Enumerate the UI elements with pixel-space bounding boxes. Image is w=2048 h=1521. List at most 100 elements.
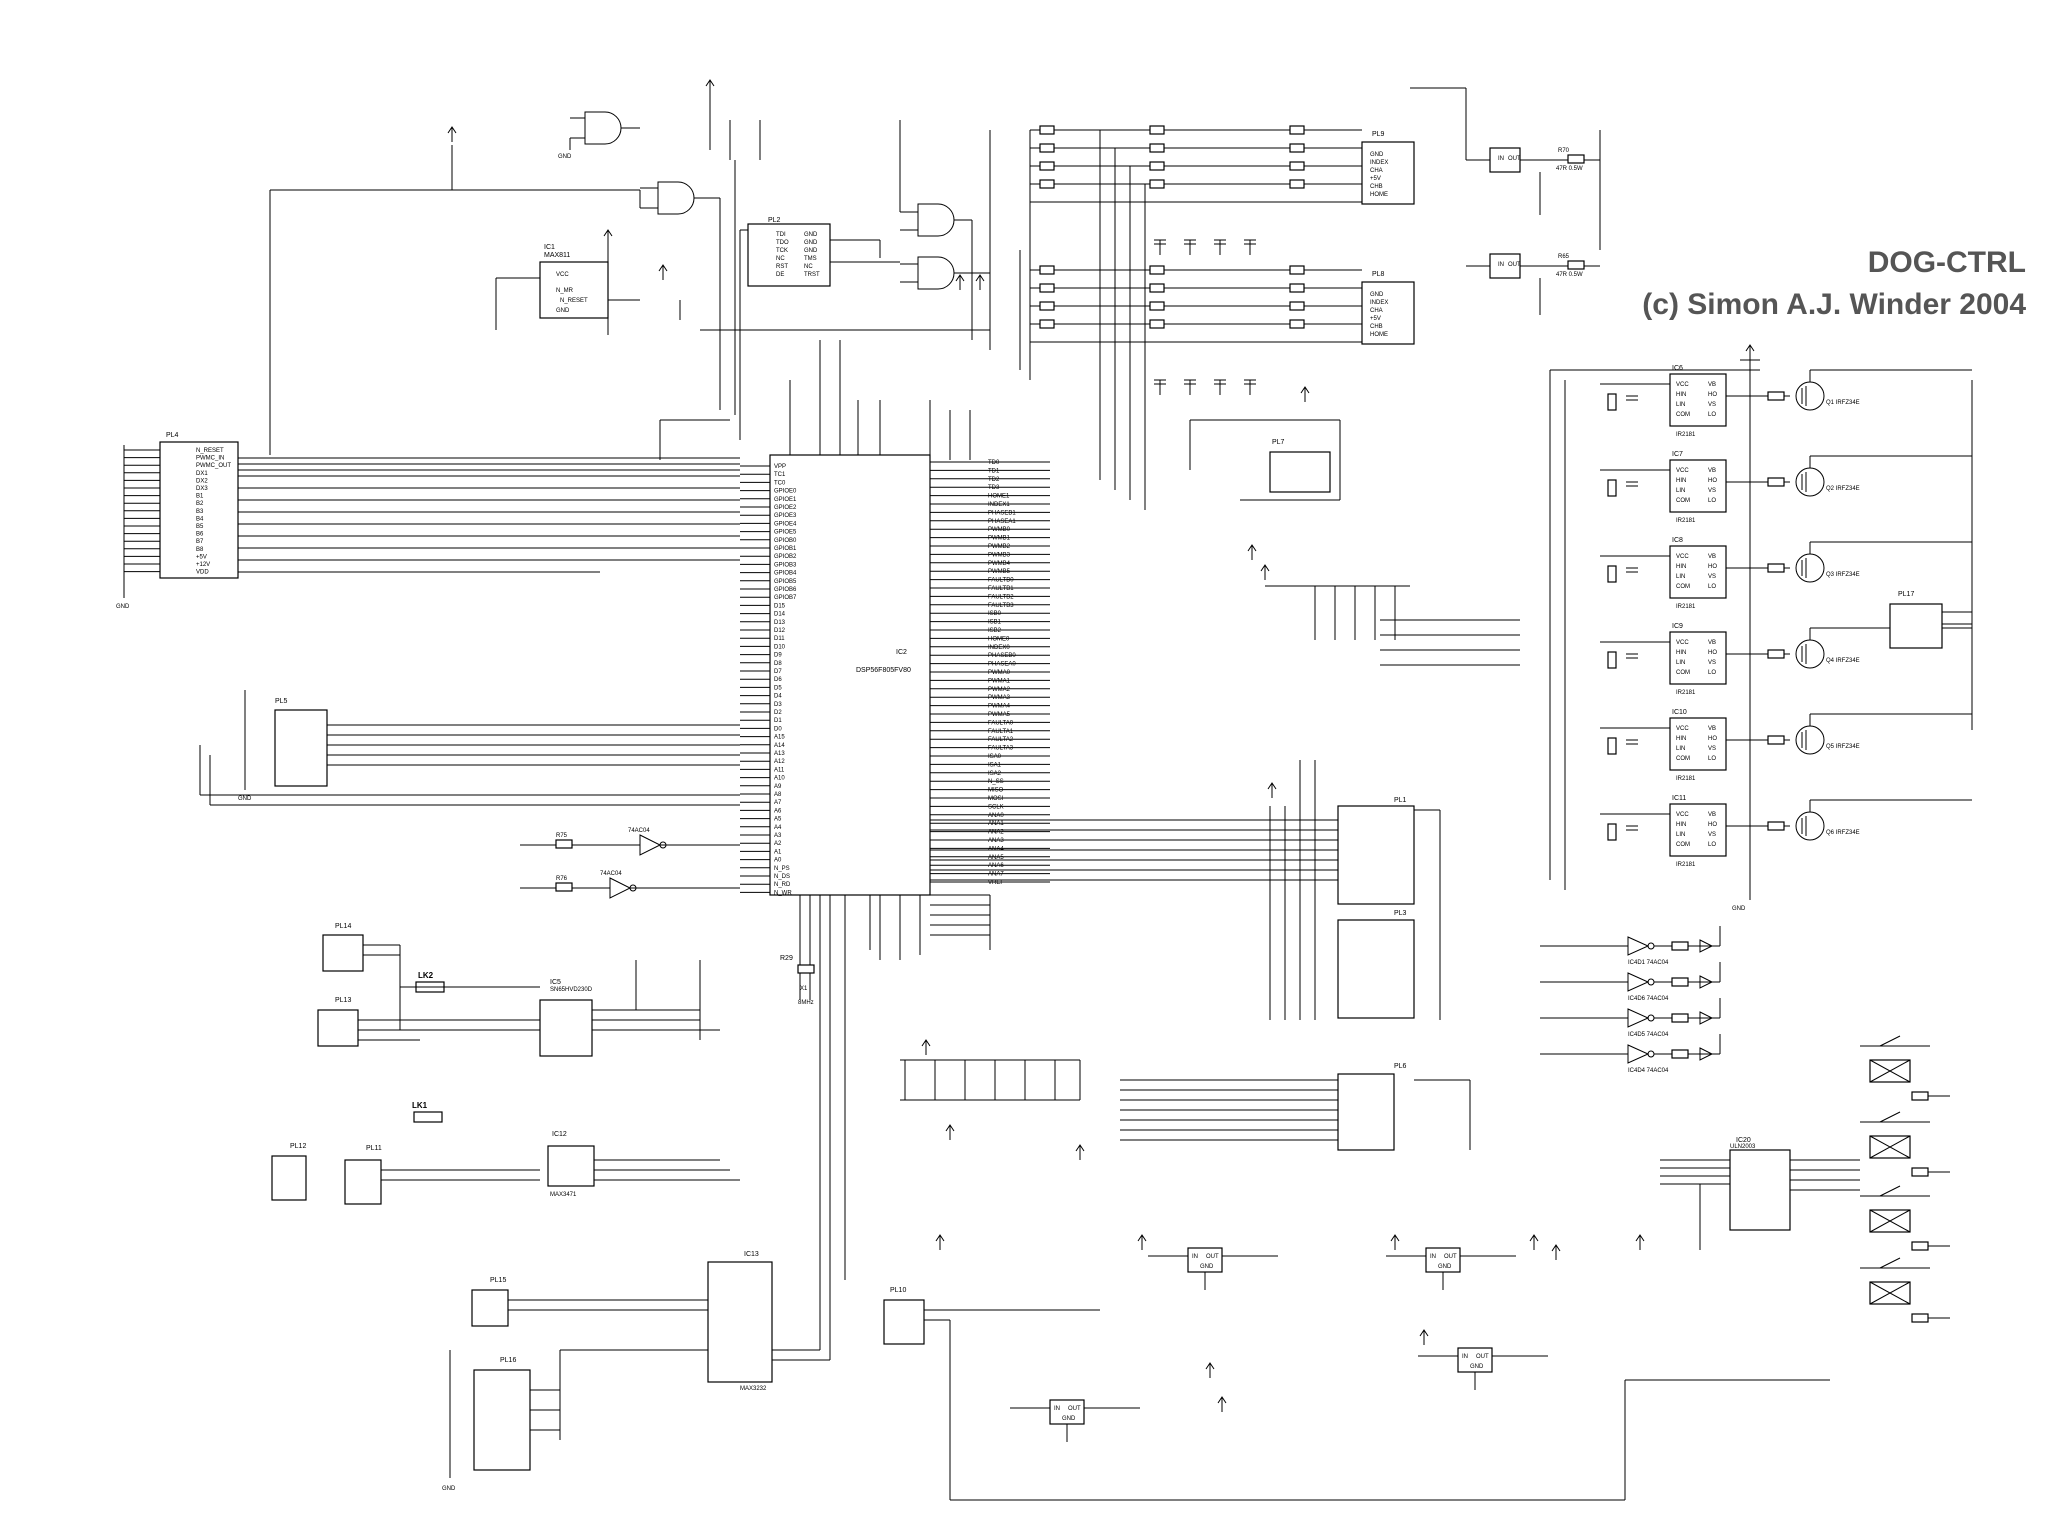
ic2-right-pin: ISA0 (988, 754, 1002, 760)
relay-coil-x (1869, 1135, 1911, 1159)
ic2-right-pin: PHASEA0 (988, 662, 1016, 668)
pl4-pin: DX2 (196, 478, 208, 484)
vdd-symbol (1205, 1362, 1215, 1378)
ic2-ref: IC2 (896, 649, 907, 656)
vdd-arrow (1075, 1144, 1085, 1152)
ic2-left-pin: A4 (774, 825, 782, 831)
inverter-label: IC4D6 74AC04 (1628, 996, 1669, 1002)
ic2-right-pin: ANA4 (988, 846, 1004, 852)
vdd-arrow (1137, 1234, 1147, 1242)
gate-driver-ref: IC9 (1672, 623, 1683, 630)
svg-text:GND: GND (1732, 906, 1746, 912)
gate-driver-box (1669, 631, 1727, 685)
gate-driver-pin: HIN (1676, 478, 1686, 484)
inverter-label: IC4D4 74AC04 (1628, 1068, 1669, 1074)
vdd-arrow (658, 264, 668, 272)
relay-contact (1879, 1257, 1901, 1269)
ic2-left-pin: N_WR (774, 890, 792, 896)
ic2-left-pin: D7 (774, 669, 782, 675)
gate-driver-pin: COM (1676, 412, 1690, 418)
svg-text:VCC: VCC (556, 272, 569, 278)
encoder-resistor (1149, 319, 1165, 329)
pl4-bus-wiring (238, 457, 740, 573)
vdd-symbol (1300, 386, 1310, 402)
relay (1860, 1111, 1950, 1177)
svg-text:LK1: LK1 (412, 1101, 428, 1110)
relay-resistor (1911, 1241, 1929, 1251)
gate-driver-part: IR2181 (1676, 690, 1696, 696)
ic20-relay-driver: IC20 ULN2003 (1660, 1137, 1860, 1250)
ic2-right-pin: TD2 (988, 477, 1000, 483)
led-driver: IC4D6 74AC04 (1540, 962, 1721, 1002)
ic2-right-pin: FAULTA1 (988, 729, 1014, 735)
ic2-right-pin: ANA3 (988, 838, 1004, 844)
vdd-symbol (1075, 1144, 1085, 1160)
ic2-left-pin: D3 (774, 702, 782, 708)
svg-text:PL7: PL7 (1272, 439, 1285, 446)
svg-text:PL5: PL5 (275, 698, 288, 705)
regulator-box (1187, 1247, 1223, 1273)
regulator-pin: IN (1462, 1354, 1468, 1360)
gate-driver-pin: HIN (1676, 650, 1686, 656)
vdd-arrow (955, 274, 965, 282)
gate-driver-pin: COM (1676, 670, 1690, 676)
gate-resistor (1767, 391, 1785, 401)
svg-text:IC13: IC13 (744, 1251, 759, 1258)
ic5-can-transceiver: IC5 SN65HVD230D (539, 960, 720, 1057)
ic2-right-pin: PWMB1 (988, 536, 1011, 542)
svg-text:GND: GND (804, 248, 818, 254)
pl15-header: PL15 (471, 1277, 708, 1327)
driver-input-resistor (1607, 737, 1617, 755)
ic2-left-pin: GPIOB6 (774, 587, 797, 593)
gate-driver-pin: HO (1708, 478, 1717, 484)
gate-driver-pin: HIN (1676, 736, 1686, 742)
encoder-filter-network (1019, 129, 1362, 510)
mosfet-label: Q3 IRFZ34E (1826, 572, 1860, 578)
encoder-resistor (1289, 283, 1305, 293)
gate-driver-ref: IC11 (1672, 795, 1686, 802)
svg-text:PL12: PL12 (290, 1143, 306, 1150)
ic2-right-pin: ANA5 (988, 855, 1004, 861)
pl4-pin: PWMC_IN (196, 456, 224, 462)
relay-coil-x (1869, 1059, 1911, 1083)
svg-text:+5V: +5V (1370, 316, 1381, 322)
vdd-arrow (447, 126, 457, 134)
encoder-resistor (1149, 179, 1165, 189)
ic2-right-pin: N_SS (988, 779, 1004, 785)
ic2-left-pin: D12 (774, 628, 786, 634)
ic2-left-pin: GPIOB3 (774, 562, 797, 568)
svg-text:IC20: IC20 (1736, 1137, 1751, 1144)
svg-text:CHB: CHB (1370, 324, 1383, 330)
encoder-resistor (1289, 179, 1305, 189)
vdd-arrow (1267, 782, 1277, 790)
relay-contact (1879, 1111, 1901, 1123)
pl4-pin: B1 (196, 494, 204, 500)
ic2-right-pin: FAULTA0 (988, 720, 1014, 726)
svg-text:PL11: PL11 (366, 1145, 382, 1152)
ic2-left-pin: TC1 (774, 472, 786, 478)
driver-input-resistor (1607, 565, 1617, 583)
encoder-resistor (1039, 265, 1055, 275)
ic12-rs485: IC12 MAX3471 (547, 1131, 740, 1198)
ic2-bottom-wiring: R29 X1 8MHz (780, 894, 991, 1280)
svg-text:CHB: CHB (1370, 184, 1383, 190)
ic2-left-pin: GPIOB4 (774, 571, 797, 577)
gate-driver-pin: VCC (1676, 554, 1689, 560)
ic2-left-pin: A6 (774, 808, 782, 814)
ic2-right-pin: FAULTA2 (988, 737, 1014, 743)
regulator-pin: GND (1438, 1264, 1452, 1270)
analog-pullup-array (1265, 585, 1520, 666)
gate-driver-pin: LO (1708, 842, 1716, 848)
ic2-right-pin: MOSI (988, 796, 1004, 802)
ic3d-and-gate (900, 203, 990, 340)
relay-coil-x (1869, 1281, 1911, 1305)
gate-driver-pin: LO (1708, 412, 1716, 418)
encoder-resistor (1039, 283, 1055, 293)
svg-text:PL17: PL17 (1898, 591, 1914, 598)
regulator-pin: IN (1054, 1406, 1060, 1412)
svg-text:HOME: HOME (1370, 332, 1388, 338)
pl4-pin: N_RESET (196, 448, 224, 454)
svg-text:GND: GND (442, 1486, 456, 1492)
